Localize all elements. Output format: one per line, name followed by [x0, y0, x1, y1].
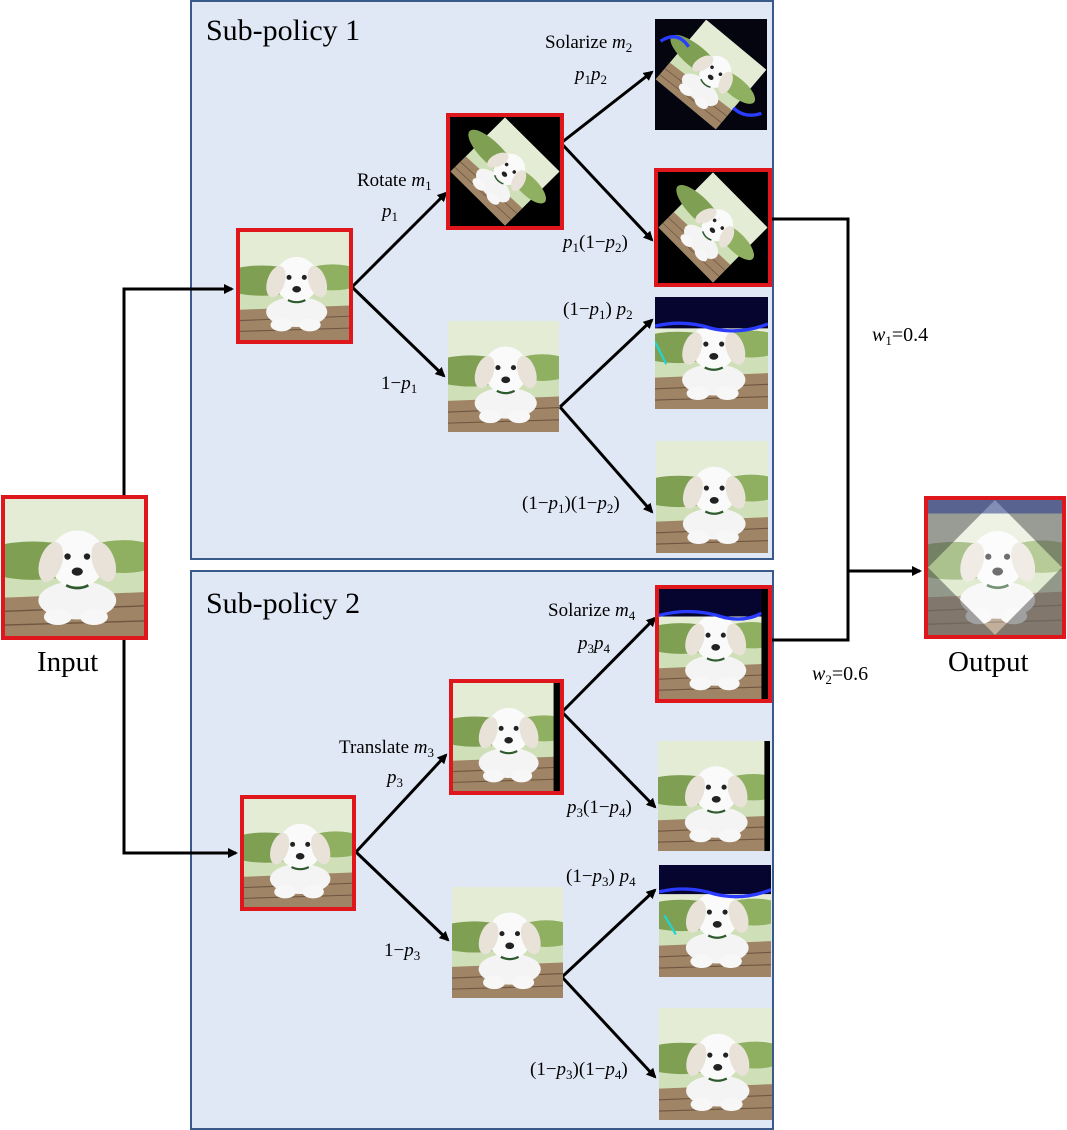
sp1-op-a-prob: p1: [382, 201, 398, 224]
weight-2-label: w2=0.6: [812, 663, 869, 687]
sp2-not-translated-image: [452, 887, 563, 998]
sp2-op-b-label: Solarize m4: [548, 600, 636, 623]
subpolicy-2-title: Sub-policy 2: [206, 587, 361, 620]
subpolicy-1-title: Sub-policy 1: [206, 14, 361, 47]
sp2-op-a-label: Translate m3: [339, 737, 435, 760]
sp1-branch-4-prob: (1−p1)(1−p2): [522, 493, 620, 516]
sp1-identity-image: [656, 441, 768, 553]
sp2-branch-4-prob: (1−p3)(1−p4): [530, 1059, 628, 1082]
sp1-op-b-label: Solarize m2: [545, 32, 633, 55]
sp1-branch-2-prob: p1(1−p2): [563, 232, 628, 255]
sp2-branch-2-prob: p3(1−p4): [567, 797, 632, 820]
output-label: Output: [948, 646, 1029, 678]
sp2-branch-3-prob: (1−p3) p4: [566, 866, 636, 889]
sp2-op-a-prob: p3: [387, 767, 403, 790]
input-label: Input: [37, 646, 99, 678]
sp2-translate-only-image: [658, 741, 770, 851]
sp2-branch-1-prob: p3p4: [578, 633, 610, 656]
sp2-solarize-only-image: [659, 865, 771, 977]
output-image: [924, 496, 1066, 639]
sp1-branch-3-prob: (1−p1) p2: [563, 299, 633, 322]
sp1-rotate-only-image: [654, 168, 772, 287]
sp1-not-rotated-image: [448, 321, 559, 432]
sp2-op-a-not-prob: 1−p3: [384, 940, 421, 963]
sp1-root-image: [236, 228, 353, 344]
sp2-identity-image: [659, 1008, 772, 1120]
sp2-root-image: [240, 795, 356, 911]
sp1-branch-1-prob: p1p2: [575, 64, 607, 87]
sp1-solarize-only-image: [655, 297, 768, 409]
sp2-translated-image: [449, 679, 564, 795]
sp2-translate-solarize-image: [655, 585, 772, 703]
sp1-op-a-label: Rotate m1: [357, 170, 432, 193]
weight-1-label: w1=0.4: [872, 324, 929, 348]
sp1-op-a-not-prob: 1−p1: [381, 373, 418, 396]
input-image: [1, 495, 148, 640]
sp1-rotated-image: [446, 113, 564, 230]
sp1-rotate-solarize-image: [655, 19, 767, 130]
